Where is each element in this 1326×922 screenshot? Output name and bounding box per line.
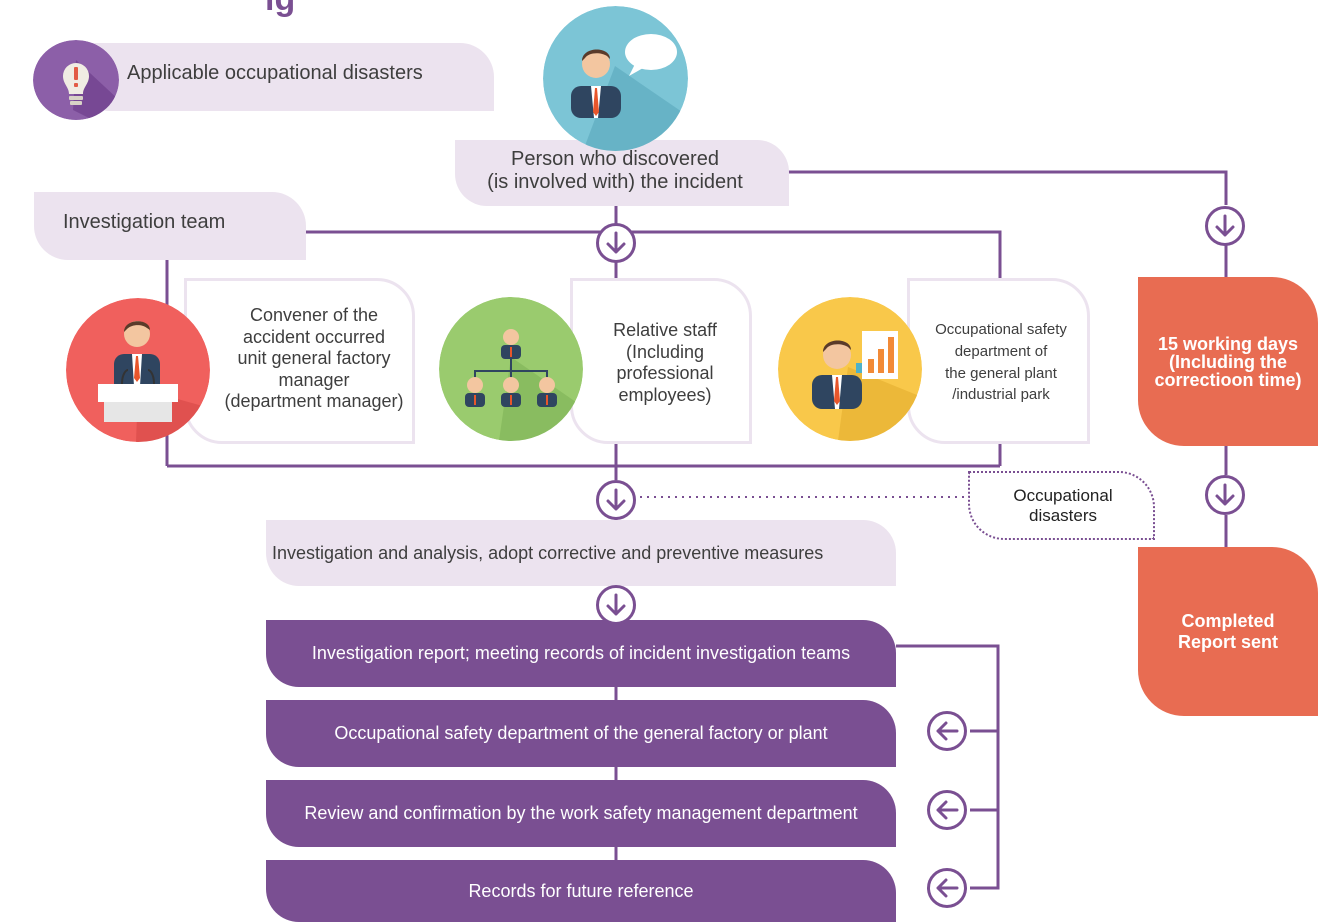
arrow-down-circle-icon [1205, 475, 1245, 515]
arrow-left-circle-icon [927, 711, 967, 751]
discoverer-label: Person who discovered (is involved with)… [487, 148, 743, 193]
convener-card [184, 278, 415, 444]
step-label: Records for future reference [468, 880, 694, 901]
step-records: Records for future reference [266, 860, 896, 922]
occupational-disasters-box [968, 471, 1155, 540]
step-label: Occupational safety department of the ge… [334, 723, 828, 743]
applicable-label-box [76, 43, 494, 111]
person-chart-icon [778, 297, 922, 441]
analysis-label: Investigation and analysis, adopt correc… [272, 542, 824, 563]
step-investigation-report: Investigation report; meeting records of… [266, 620, 896, 687]
team-label: Investigation team [63, 211, 226, 233]
convener-label: Convener of the accident occurred unit g… [224, 305, 404, 412]
lightbulb-icon [33, 40, 119, 120]
completed-box: Completed Report sent [1138, 547, 1318, 716]
arrow-left-circle-icon [927, 868, 967, 908]
team-box [34, 192, 306, 260]
page-title: ig [265, 0, 345, 18]
discoverer-box [455, 140, 789, 206]
arrow-down-circle-icon [596, 480, 636, 520]
org-chart-icon [439, 297, 583, 441]
safety-dept-label: Occupational safety department of the ge… [935, 321, 1067, 404]
step-label: Investigation report; meeting records of… [311, 643, 851, 663]
step-safety-department: Occupational safety department of the ge… [266, 700, 896, 767]
deadline-box: 15 working days (Including the correctio… [1138, 277, 1318, 446]
applicable-label: Applicable occupational disasters [127, 62, 423, 84]
arrow-down-circle-icon [1205, 206, 1245, 246]
step-review-confirmation: Review and confirmation by the work safe… [266, 780, 896, 847]
person-speech-icon [543, 6, 688, 151]
analysis-box: Investigation and analysis, adopt correc… [266, 520, 896, 586]
staff-card [570, 278, 752, 444]
arrow-left-circle-icon [927, 790, 967, 830]
step-label: Review and confirmation by the work safe… [304, 803, 858, 823]
arrow-down-circle-icon [596, 585, 636, 625]
occupational-disasters-label: Occupational disasters [1013, 486, 1113, 525]
staff-label: Relative staff (Including professional e… [613, 320, 717, 405]
speaker-podium-icon [66, 298, 210, 442]
arrow-down-circle-icon [596, 223, 636, 263]
